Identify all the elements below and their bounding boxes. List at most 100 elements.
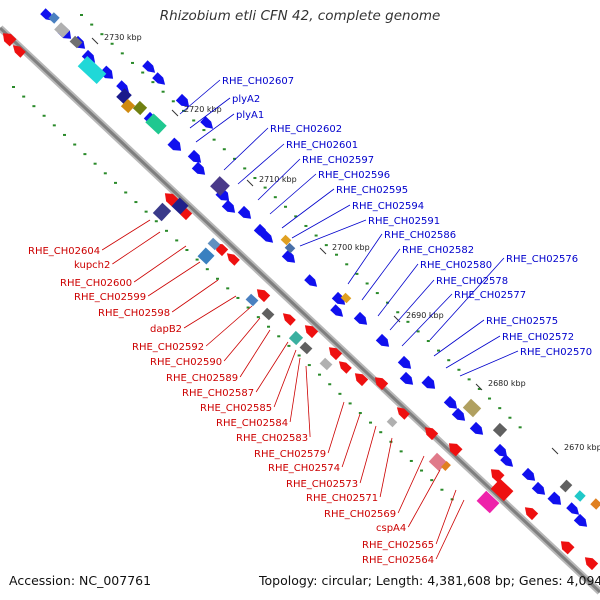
scale-tick-mark [393, 315, 401, 323]
reverse-leader-line [133, 245, 187, 283]
guide-tick [518, 426, 522, 429]
forward-leader-line [179, 79, 221, 115]
reverse-leader-line [359, 425, 377, 484]
forward-gene-arrow [221, 199, 236, 213]
reverse-gene-label: RHE_CH02573 [286, 479, 358, 490]
guide-tick [42, 114, 46, 117]
forward-gene-arrow [500, 454, 514, 467]
forward-gene-arrow [253, 223, 268, 237]
forward-gene-label: RHE_CH02570 [520, 347, 592, 358]
guide-tick [22, 95, 26, 98]
guide-tick [253, 177, 257, 180]
forward-gene-arrow [493, 443, 508, 457]
forward-leader-line [389, 279, 435, 331]
guide-tick [226, 287, 230, 290]
guide-tick [477, 387, 481, 390]
scale-tick-label: 2670 kbp [564, 443, 600, 452]
reverse-leader-line [147, 261, 201, 297]
reverse-gene-label: RHE_CH02598 [98, 308, 170, 319]
reverse-leader-line [112, 231, 161, 265]
reverse-gene-label: RHE_CH02589 [166, 373, 238, 384]
gene-feature-block [476, 490, 500, 514]
guide-tick [287, 344, 291, 347]
gene-feature-block [490, 478, 514, 502]
reverse-leader-line [223, 317, 261, 362]
reverse-gene-label: RHE_CH02584 [216, 418, 288, 429]
forward-gene-label: RHE_CH02586 [384, 230, 456, 241]
gene-feature-block [54, 22, 70, 38]
forward-gene-label: RHE_CH02597 [302, 155, 374, 166]
gene-feature-block [340, 292, 352, 304]
gene-feature-block [152, 202, 172, 222]
guide-tick [222, 148, 226, 151]
reverse-leader-line [327, 401, 345, 454]
guide-tick [328, 383, 332, 386]
guide-tick [508, 416, 512, 419]
gene-feature-block [492, 422, 508, 438]
gene-feature-block [288, 330, 304, 346]
guide-tick [236, 296, 240, 299]
guide-tick [498, 407, 502, 410]
reverse-leader-line [101, 219, 151, 251]
reverse-gene-label: RHE_CH02587 [182, 388, 254, 399]
forward-leader-line [401, 293, 453, 347]
guide-tick [365, 282, 369, 285]
gene-feature-block [261, 307, 275, 321]
reverse-gene-label: RHE_CH02604 [28, 246, 100, 257]
guide-tick [426, 340, 430, 343]
reverse-gene-arrow [304, 325, 319, 339]
forward-gene-arrow [142, 60, 156, 73]
guide-tick [457, 368, 461, 371]
reverse-gene-label: RHE_CH02579 [254, 449, 326, 460]
forward-gene-arrow [331, 291, 346, 305]
forward-gene-arrow [375, 333, 390, 347]
gene-feature-block [590, 498, 600, 510]
forward-gene-arrow [353, 311, 368, 325]
forward-gene-arrow [573, 513, 588, 527]
guide-tick [120, 52, 124, 55]
gene-feature-block [284, 242, 296, 254]
forward-gene-arrow [399, 371, 414, 385]
reverse-gene-label: RHE_CH02592 [132, 342, 204, 353]
gene-feature-block [132, 100, 148, 116]
forward-leader-line [257, 158, 301, 201]
forward-gene-arrow [443, 395, 458, 409]
guide-tick [141, 71, 145, 74]
forward-gene-arrow [200, 116, 214, 129]
reverse-leader-line [255, 341, 289, 393]
scale-tick-mark [319, 247, 327, 255]
gene-feature-block [319, 357, 333, 371]
guide-tick [144, 210, 148, 213]
reverse-gene-arrow [226, 253, 240, 266]
forward-gene-arrow [175, 93, 190, 107]
forward-leader-line [195, 113, 235, 143]
forward-leader-line [291, 204, 351, 239]
reverse-gene-arrow [256, 289, 271, 303]
gene-feature-block [171, 197, 189, 215]
forward-leader-line [237, 143, 285, 185]
topology-summary: Topology: circular; Length: 4,381,608 bp… [259, 573, 600, 588]
gene-feature-block [145, 113, 167, 135]
gene-feature-block [116, 88, 132, 104]
forward-gene-arrow [531, 481, 546, 495]
guide-tick [406, 320, 410, 323]
forward-gene-arrow [304, 274, 318, 287]
guide-tick [294, 215, 298, 218]
guide-tick [420, 469, 424, 472]
gene-feature-block [77, 56, 107, 84]
guide-tick [297, 354, 301, 357]
scale-tick-label: 2680 kbp [488, 379, 526, 388]
guide-tick [348, 402, 352, 405]
reverse-gene-label: RHE_CH02565 [362, 540, 434, 551]
gene-feature-block [69, 35, 83, 49]
guide-tick [416, 330, 420, 333]
forward-gene-label: RHE_CH02577 [454, 290, 526, 301]
guide-tick [73, 143, 77, 146]
forward-gene-arrow [191, 161, 206, 175]
gene-feature-block [197, 247, 215, 265]
reverse-gene-arrow [282, 313, 296, 326]
guide-tick [243, 167, 247, 170]
forward-gene-label: RHE_CH02576 [506, 254, 578, 265]
scale-tick-mark [91, 37, 99, 45]
